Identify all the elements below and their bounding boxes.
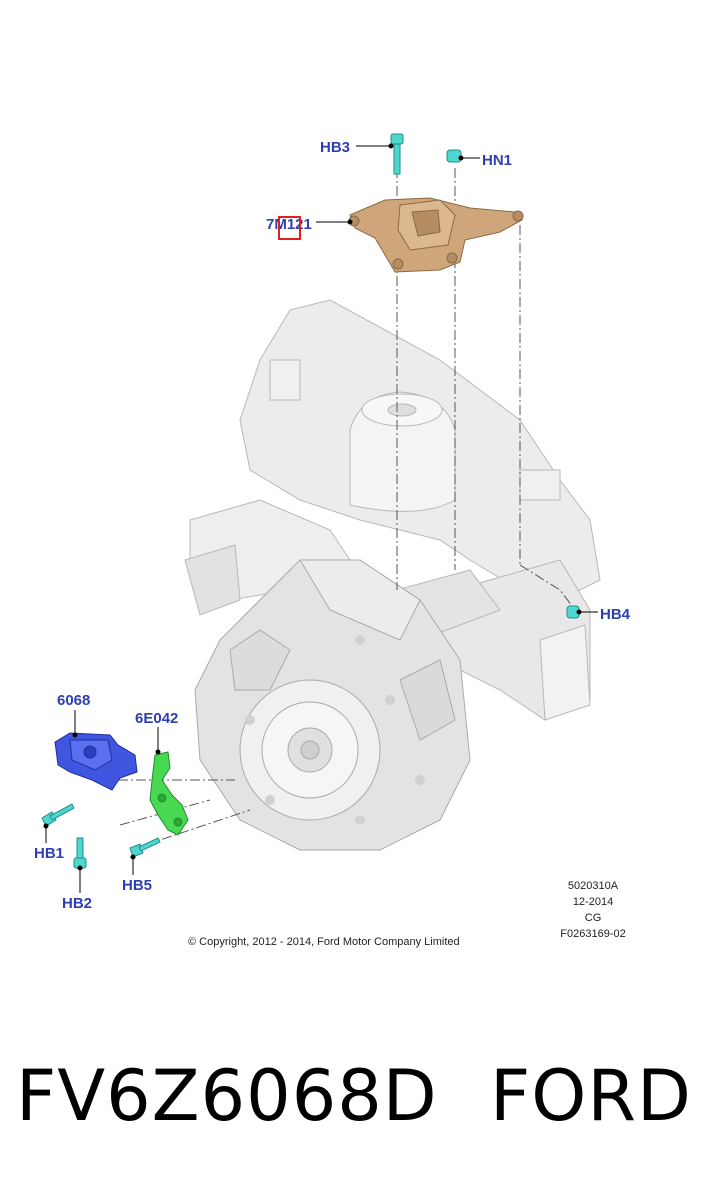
bolt-hb5 <box>129 837 161 858</box>
callout-7m121: 7M121 <box>266 216 312 233</box>
callout-hb3: HB3 <box>320 139 350 156</box>
part-number-caption: FV6Z6068D <box>16 1055 438 1137</box>
mount-bracket-7m121 <box>348 197 524 273</box>
brand-caption: FORD <box>490 1055 692 1137</box>
callout-hb1: HB1 <box>34 845 64 862</box>
callout-hb5: HB5 <box>122 877 152 894</box>
callout-hb4: HB4 <box>600 606 631 623</box>
leader-lines <box>43 143 598 893</box>
bolt-hb3 <box>390 133 404 175</box>
copyright-notice: © Copyright, 2012 - 2014, Ford Motor Com… <box>188 936 460 948</box>
bolt-hb2 <box>73 837 87 869</box>
figure-number: F0263169-02 <box>560 928 626 940</box>
exploded-parts-diagram: HB3 HN1 7M121 HB4 6068 6E042 HB1 HB2 HB5 <box>34 133 631 912</box>
mount-insulator-6068 <box>54 732 138 791</box>
callout-6e042: 6E042 <box>135 710 178 727</box>
callout-6068: 6068 <box>57 692 90 709</box>
highlight-box <box>278 216 301 240</box>
nut-hn1 <box>446 149 462 163</box>
transmission-case <box>194 559 471 851</box>
illustration-date: 12-2014 <box>572 896 614 908</box>
illustrator-initials: CG <box>584 912 602 924</box>
support-bracket-6e042 <box>149 751 189 836</box>
illustration-id: 5020310A <box>567 880 619 892</box>
callout-hn1: HN1 <box>482 152 512 169</box>
bolt-hb1 <box>41 803 75 827</box>
callout-hb2: HB2 <box>62 895 92 912</box>
